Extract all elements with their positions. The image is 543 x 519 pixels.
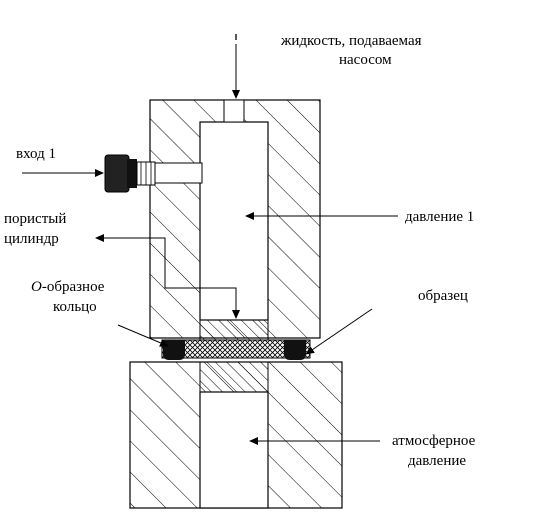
inlet-fitting: [104, 154, 156, 193]
o-ring-label-line1: O-образное: [31, 279, 105, 295]
pump-fluid-label-line2: насосом: [339, 52, 392, 68]
atmospheric-chamber: [199, 391, 269, 509]
o-ring-left: [163, 340, 185, 360]
porous-cylinder-label-line1: пористый: [4, 211, 66, 227]
sample-leader: [305, 308, 373, 355]
pressure1-label: давление 1: [405, 209, 474, 225]
o-ring-label-line2: кольцо: [53, 299, 97, 315]
o-ring-right: [284, 340, 306, 360]
porous-cylinder: [199, 319, 269, 341]
pump-fluid-label-line1: жидкость, подаваемая: [280, 33, 422, 49]
atmospheric-label-line1: атмосферное: [392, 433, 476, 449]
pressure-chamber: [199, 121, 269, 321]
porous-cylinder-label-line2: цилиндр: [4, 231, 59, 247]
sample-label: образец: [418, 288, 468, 304]
o-ring-leader: [117, 324, 169, 347]
atmospheric-label-line2: давление: [408, 453, 466, 469]
upper-cell-body: [124, 99, 321, 339]
lower-porous-plug: [199, 361, 269, 393]
inlet-label: вход 1: [16, 146, 56, 162]
lower-cell-body: [129, 361, 343, 509]
pump-inlet-channel: [223, 99, 245, 123]
